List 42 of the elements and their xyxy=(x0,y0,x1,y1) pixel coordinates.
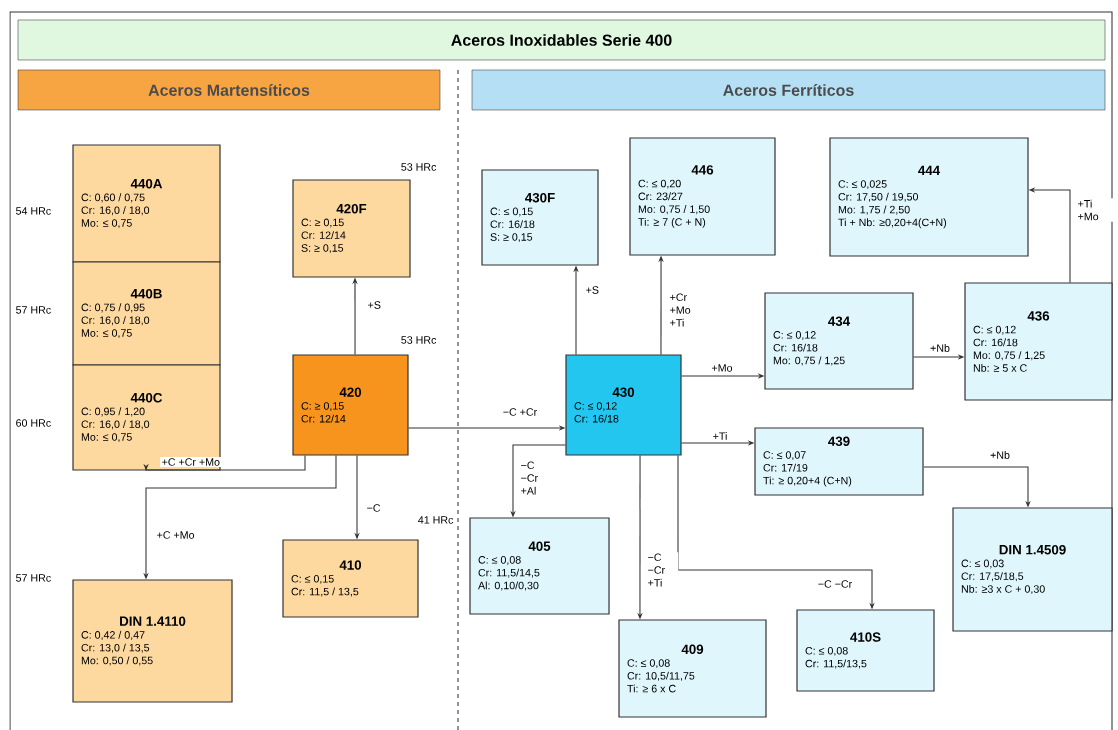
grade-box: DIN 1.4509 C: ≤ 0,03 Cr: 17,5/18,5 Nb: ≥3 x C + 0,30 xyxy=(952,507,1113,632)
grade-box: 410 C: ≤ 0,15 Cr: 11,5 / 13,5 xyxy=(282,539,419,618)
grade-box: 444 C: ≤ 0,025 Cr: 17,50 / 19,50 Mo: 1,75 / 2,50 Ti + Nb: ≥0,20+4(C+N) xyxy=(829,137,1029,257)
hardness-label: 60 HRc xyxy=(16,419,51,427)
hardness-label: 57 HRc xyxy=(16,574,51,582)
grade-box: 409 C: ≤ 0,08 Cr: 10,5/11,75 Ti: ≥ 6 x C xyxy=(618,619,767,718)
hardness-label: 53 HRc xyxy=(401,336,437,344)
hardness-label: 41 HRc xyxy=(418,516,454,524)
edge-label: +Ti +Mo xyxy=(1076,198,1114,222)
edge-label: +S xyxy=(584,284,601,296)
grade-box: 436 C: ≤ 0,12 Cr: 16/18 Mo: 0,75 / 1,25 Nb: ≥ 5 x C xyxy=(964,282,1113,401)
grade-box: 405 C: ≤ 0,08 Cr: 11,5/14,5 Al: 0,10/0,30 xyxy=(469,517,610,615)
edge-label: −C +Cr xyxy=(501,406,539,418)
grade-box: 440B C: 0,75 / 0,95 Cr: 16,0 / 18,0 Mo: ≤ 0,75 xyxy=(72,261,221,366)
grade-box: 439 C: ≤ 0,07 Cr: 17/19 Ti: ≥ 0,20+4 (C+N) xyxy=(754,427,924,496)
grade-box: 440A C: 0,60 / 0,75 Cr: 16,0 / 18,0 Mo: ≤ 0,75 xyxy=(72,144,221,263)
edge-label: +Ti xyxy=(711,430,729,442)
edge-label: −C −Cr xyxy=(816,578,854,590)
edge-label: +Mo xyxy=(710,362,734,374)
hardness-label: 53 HRc xyxy=(401,163,437,171)
grade-box: DIN 1.4110 C: 0,42 / 0,47 Cr: 13,0 / 13,5 Mo: 0,50 / 0,55 xyxy=(72,579,233,703)
edge-label: −C xyxy=(365,502,382,514)
edge-label: −C −Cr +Al xyxy=(519,460,552,496)
section-band: Aceros Martensíticos xyxy=(17,69,441,111)
edge-label: +Nb xyxy=(988,449,1012,461)
grade-box: 420 C: ≥ 0,15 Cr: 12/14 xyxy=(292,354,409,456)
grade-box: 430F C: ≤ 0,15 Cr: 16/18 S: ≥ 0,15 xyxy=(481,169,599,266)
edge-label: +C +Mo xyxy=(155,529,196,541)
grade-box: 410S C: ≤ 0,08 Cr: 11,5/13,5 xyxy=(796,609,935,692)
grade-box: 420F C: ≥ 0,15 Cr: 12/14 S: ≥ 0,15 xyxy=(292,179,411,278)
hardness-label: 54 HRc xyxy=(16,207,51,215)
edge-label: +S xyxy=(366,299,383,311)
grade-box: 430 C: ≤ 0,12 Cr: 16/18 xyxy=(565,354,682,456)
edge-label: +Nb xyxy=(928,342,952,354)
section-band: Aceros Ferríticos xyxy=(471,69,1106,111)
hardness-label: 57 HRc xyxy=(16,306,51,314)
edge-label: +C +Cr +Mo xyxy=(160,456,222,468)
grade-box: 434 C: ≤ 0,12 Cr: 16/18 Mo: 0,75 / 1,25 xyxy=(764,292,914,390)
grade-box: 446 C: ≤ 0,20 Cr: 23/27 Mo: 0,75 / 1,50 Ti: ≥ 7 (C + N) xyxy=(629,137,776,256)
edge-label: −C −Cr +Ti xyxy=(646,552,679,588)
title-band: Aceros Inoxidables Serie 400 xyxy=(17,19,1106,61)
edge-label: +Cr +Mo +Ti xyxy=(668,292,701,328)
